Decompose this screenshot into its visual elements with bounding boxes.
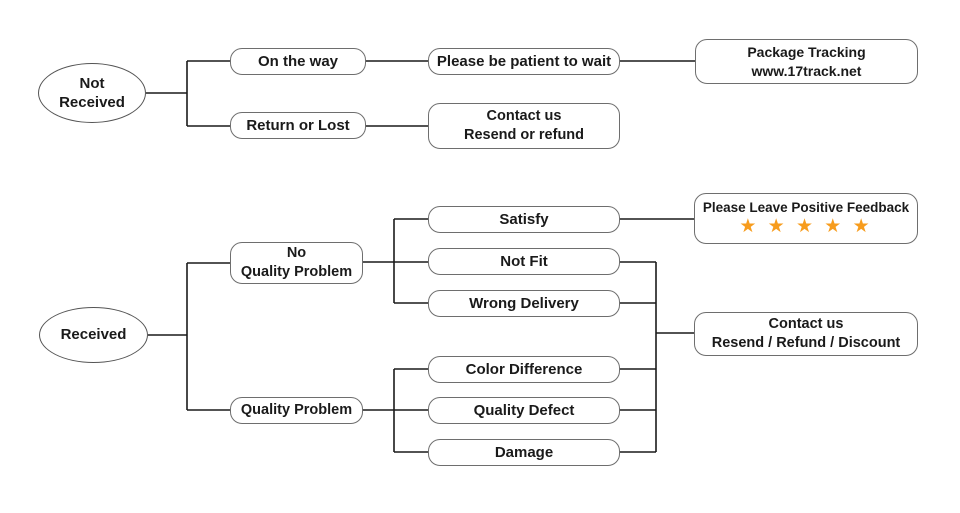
star-rating-icon: ★ ★ ★ ★ ★ bbox=[739, 216, 873, 238]
node-no-quality-problem: No Quality Problem bbox=[230, 242, 363, 284]
node-contact-resend-refund-discount: Contact us Resend / Refund / Discount bbox=[694, 312, 918, 356]
node-received: Received bbox=[39, 307, 148, 363]
node-please-be-patient: Please be patient to wait bbox=[428, 48, 620, 75]
node-color-difference: Color Difference bbox=[428, 356, 620, 383]
node-not-received: Not Received bbox=[38, 63, 146, 123]
node-wrong-delivery: Wrong Delivery bbox=[428, 290, 620, 317]
node-quality-defect: Quality Defect bbox=[428, 397, 620, 424]
node-satisfy: Satisfy bbox=[428, 206, 620, 233]
node-contact-resend-refund: Contact us Resend or refund bbox=[428, 103, 620, 149]
node-damage: Damage bbox=[428, 439, 620, 466]
node-return-or-lost: Return or Lost bbox=[230, 112, 366, 139]
positive-feedback-label: Please Leave Positive Feedback bbox=[702, 199, 910, 215]
node-package-tracking: Package Tracking www.17track.net bbox=[695, 39, 918, 84]
node-on-the-way: On the way bbox=[230, 48, 366, 75]
node-not-fit: Not Fit bbox=[428, 248, 620, 275]
node-quality-problem: Quality Problem bbox=[230, 397, 363, 424]
node-positive-feedback: Please Leave Positive Feedback ★ ★ ★ ★ ★ bbox=[694, 193, 918, 244]
